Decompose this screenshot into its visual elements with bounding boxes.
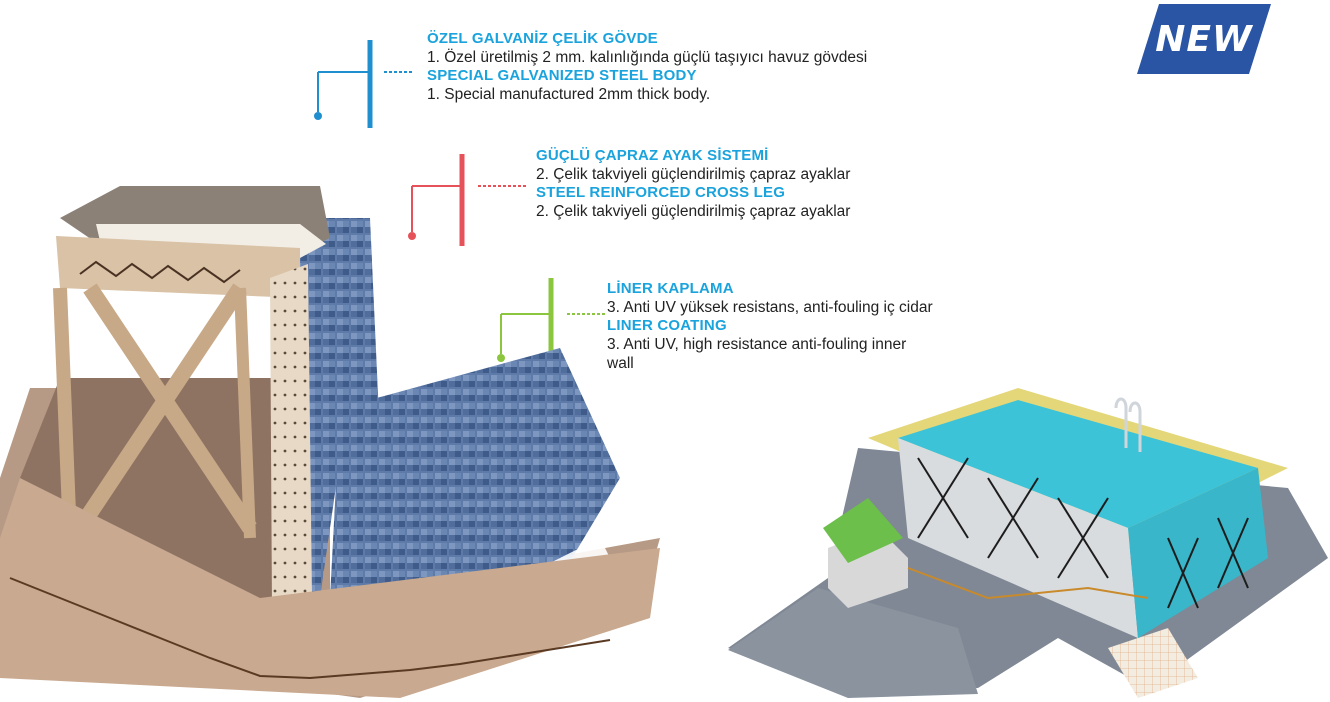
feature-3: LİNER KAPLAMA 3. Anti UV yüksek resistan…	[607, 280, 933, 373]
feature-3-text-tr: 3. Anti UV yüksek resistans, anti-foulin…	[607, 299, 933, 316]
feature-3-text-en-1: 3. Anti UV, high resistance anti-fouling…	[607, 336, 907, 353]
feature-1-title-en: SPECIAL GALVANIZED STEEL BODY	[427, 67, 697, 84]
new-badge-label: NEW	[1155, 18, 1253, 60]
feature-1-title-tr: ÖZEL GALVANİZ ÇELİK GÖVDE	[427, 30, 658, 47]
connector-icon-green	[497, 278, 605, 362]
feature-1-text-tr: 1. Özel üretilmiş 2 mm. kalınlığında güç…	[427, 49, 868, 66]
feature-3-title-en: LINER COATING	[607, 317, 727, 334]
pool-wall-cutaway-illustration	[0, 186, 660, 698]
feature-2-text-en: 2. Çelik takviyeli güçlendirilmiş çapraz…	[536, 203, 851, 220]
new-badge: NEW	[1137, 4, 1271, 74]
feature-1-text-en: 1. Special manufactured 2mm thick body.	[427, 86, 711, 103]
pool-overview-illustration	[728, 388, 1328, 698]
connector-icon-red	[408, 154, 526, 246]
feature-2-title-en: STEEL REINFORCED CROSS LEG	[536, 184, 786, 201]
feature-2-text-tr: 2. Çelik takviyeli güçlendirilmiş çapraz…	[536, 166, 851, 183]
feature-3-text-en-2: wall	[607, 355, 634, 372]
feature-3-title-tr: LİNER KAPLAMA	[607, 280, 734, 297]
feature-2: GÜÇLÜ ÇAPRAZ AYAK SİSTEMİ 2. Çelik takvi…	[536, 147, 850, 221]
feature-1: ÖZEL GALVANİZ ÇELİK GÖVDE 1. Özel üretil…	[427, 30, 867, 104]
feature-2-title-tr: GÜÇLÜ ÇAPRAZ AYAK SİSTEMİ	[536, 147, 769, 164]
connector-icon-blue	[314, 40, 414, 128]
